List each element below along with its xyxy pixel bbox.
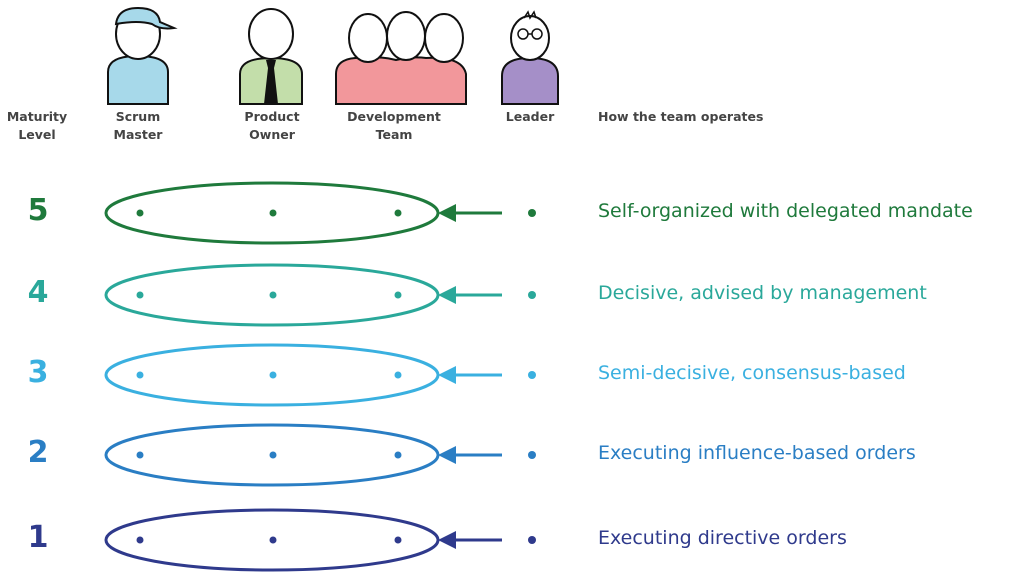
influence-arrow-head: [438, 446, 456, 464]
leader-dot: [528, 209, 536, 217]
header-maturity-level: Maturity Level: [6, 109, 68, 142]
scrum-master-figure: [107, 6, 178, 105]
header-scrum-master: Scrum Master: [113, 109, 163, 142]
level-description: Executing influence-based orders: [598, 442, 916, 464]
team-member-dot: [136, 451, 144, 459]
team-member-dot: [269, 451, 277, 459]
leader-dot: [528, 536, 536, 544]
team-member-dot: [269, 291, 277, 299]
team-member-dot: [269, 371, 277, 379]
header-development-team: Development Team: [347, 109, 441, 142]
team-member-dot: [394, 536, 402, 544]
header-product-owner: Product Owner: [244, 109, 300, 142]
team-member-dot: [136, 536, 144, 544]
influence-arrow-head: [438, 286, 456, 304]
product-owner-figure: [239, 8, 303, 105]
team-member-dot: [394, 209, 402, 217]
team-member-dot: [394, 451, 402, 459]
maturity-level-number: 2: [27, 435, 49, 470]
leader-dot: [528, 371, 536, 379]
influence-arrow-head: [438, 204, 456, 222]
leader-dot: [528, 291, 536, 299]
development-team-figure: [335, 11, 467, 105]
people-illustrations: [107, 6, 559, 105]
leader-figure: [501, 10, 559, 105]
team-member-dot: [136, 209, 144, 217]
team-member-dot: [269, 209, 277, 217]
header-leader: Leader: [505, 109, 555, 124]
team-member-dot: [136, 291, 144, 299]
header-how-team-operates: How the team operates: [598, 109, 764, 124]
team-member-dot: [394, 291, 402, 299]
team-member-dot: [269, 536, 277, 544]
team-member-dot: [136, 371, 144, 379]
team-member-dot: [394, 371, 402, 379]
level-description: Semi-decisive, consensus-based: [598, 362, 906, 384]
leader-dot: [528, 451, 536, 459]
maturity-level-number: 5: [27, 193, 49, 228]
maturity-level-number: 3: [27, 355, 49, 390]
influence-arrow-head: [438, 366, 456, 384]
influence-arrow-head: [438, 531, 456, 549]
level-description: Self-organized with delegated mandate: [598, 200, 973, 222]
level-description: Decisive, advised by management: [598, 282, 927, 304]
level-description: Executing directive orders: [598, 527, 847, 549]
maturity-level-number: 1: [27, 520, 49, 555]
maturity-level-number: 4: [27, 275, 49, 310]
